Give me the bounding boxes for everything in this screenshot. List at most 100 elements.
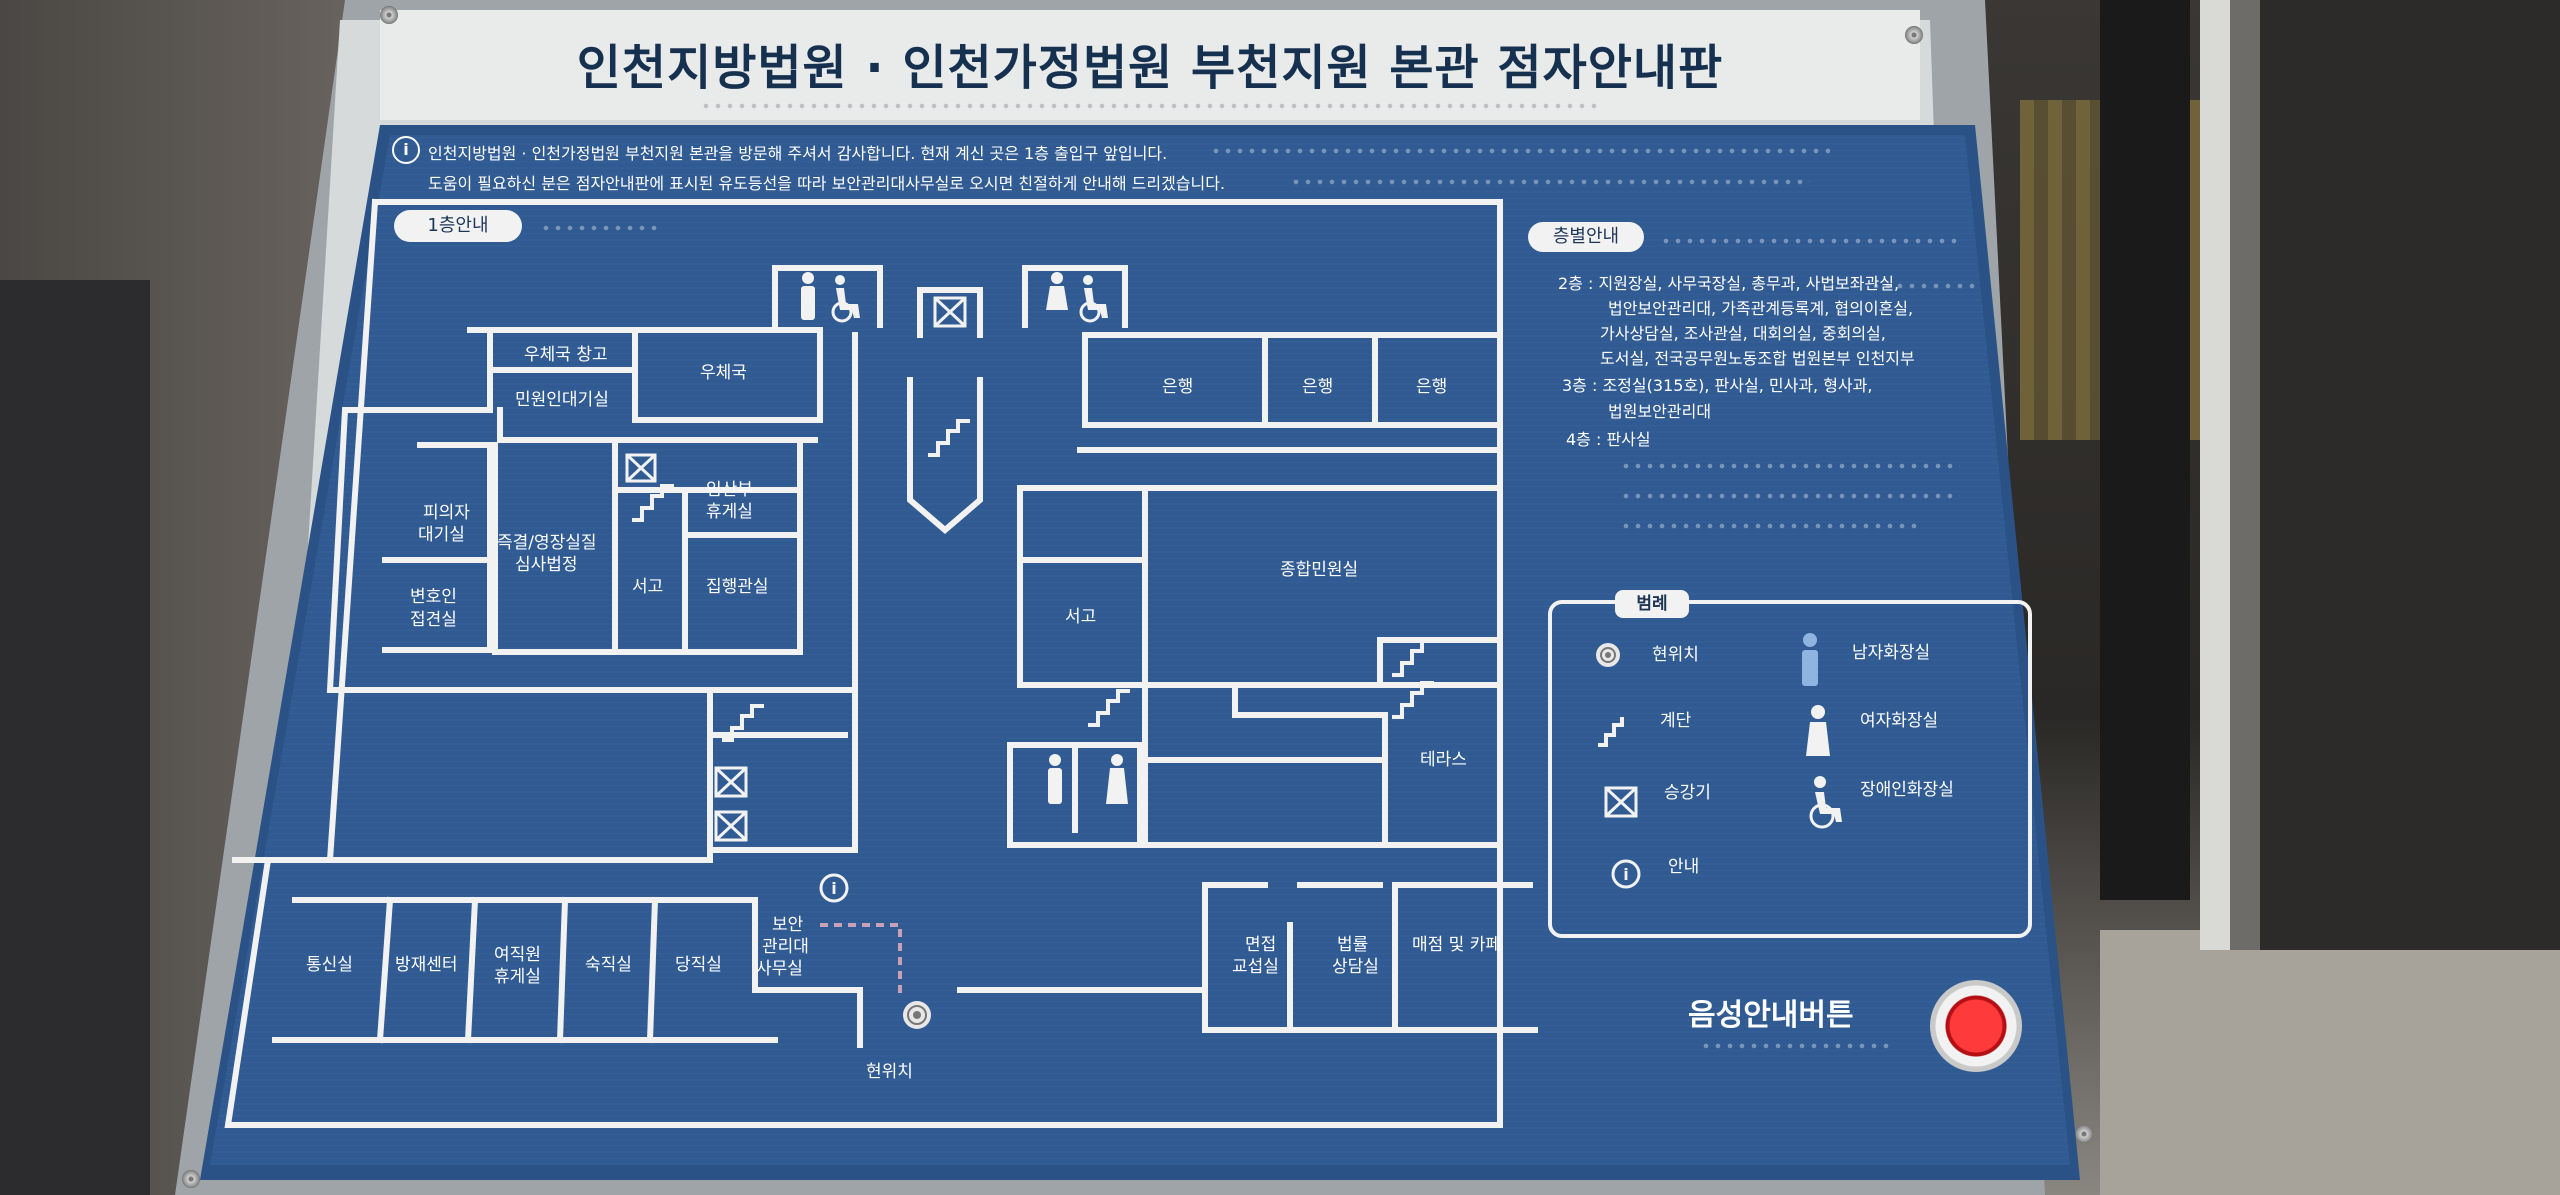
background-pillar bbox=[0, 280, 150, 1195]
svg-text:i: i bbox=[1623, 865, 1628, 884]
screw-icon bbox=[1905, 26, 1923, 44]
stairs-icon bbox=[632, 484, 674, 522]
room-archive-right: 서고 bbox=[1065, 607, 1097, 627]
legend-mens-restroom: 남자화장실 bbox=[1852, 643, 1931, 663]
elevator-icon bbox=[933, 296, 967, 328]
room-post-office: 우체국 bbox=[700, 363, 747, 383]
room-civil-waiting: 민원인대기실 bbox=[515, 390, 609, 410]
title-braille bbox=[700, 100, 1600, 114]
braille-text bbox=[1290, 176, 1810, 188]
room-security-2: 관리대 bbox=[762, 937, 809, 957]
floor-line-2: 법안보안관리대, 가족관계등록계, 협의이혼실, bbox=[1608, 299, 1914, 318]
voice-guide-label: 음성안내버튼 bbox=[1688, 998, 1854, 1033]
door-frame bbox=[2100, 0, 2190, 900]
legend-box bbox=[1548, 600, 2032, 938]
legend-information: 안내 bbox=[1668, 857, 1700, 877]
floor-line-6: 법원보안관리대 bbox=[1608, 402, 1712, 421]
sign-title: 인천지방법원 · 인천가정법원 부천지원 본관 점자안내판 bbox=[576, 40, 1724, 96]
current-location-icon bbox=[903, 1001, 931, 1029]
steel-door-frame bbox=[2200, 0, 2560, 950]
stairs-icon bbox=[722, 704, 764, 742]
legend-womens-restroom: 여자화장실 bbox=[1860, 711, 1939, 731]
room-comms: 통신실 bbox=[306, 955, 353, 975]
room-pregnant-1: 임산부 bbox=[706, 480, 753, 500]
room-bank-3: 은행 bbox=[1416, 377, 1448, 397]
mens-restroom-icon bbox=[1048, 754, 1062, 804]
room-warrant-court-2: 심사법정 bbox=[515, 555, 578, 575]
room-day-duty: 당직실 bbox=[675, 955, 722, 975]
braille-text bbox=[1620, 490, 1960, 502]
floor-guide-pill: 1층안내 bbox=[394, 210, 522, 242]
screw-icon bbox=[2075, 1125, 2093, 1143]
room-terrace: 테라스 bbox=[1420, 750, 1467, 770]
legend-current-location: 현위치 bbox=[1652, 645, 1699, 665]
floor-line-7: 4층 : 판사실 bbox=[1566, 430, 1651, 449]
braille-text bbox=[1870, 280, 1980, 292]
stairs-icon bbox=[928, 419, 970, 457]
room-security-1: 보안 bbox=[772, 915, 804, 935]
room-female-lounge-1: 여직원 bbox=[494, 945, 541, 965]
screw-icon bbox=[380, 6, 398, 24]
legend-mens-icon bbox=[1802, 633, 1818, 686]
screw-icon bbox=[182, 1170, 200, 1188]
braille-text bbox=[1620, 460, 1960, 472]
legend-info-icon: i bbox=[1611, 859, 1641, 889]
room-disaster-center: 방재센터 bbox=[395, 955, 458, 975]
room-enforcement: 집행관실 bbox=[706, 577, 769, 597]
elevator-icon bbox=[714, 766, 748, 798]
room-warrant-court-1: 즉결/영장실질 bbox=[497, 533, 597, 553]
intro-line-2: 도움이 필요하신 분은 점자안내판에 표시된 유도등선을 따라 보안관리대사무실… bbox=[428, 174, 1226, 193]
stairs-icon bbox=[1392, 639, 1434, 677]
floor-line-1: 2층 : 지원장실, 사무국장실, 총무과, 사법보좌관실, bbox=[1558, 274, 1900, 293]
room-interview-1: 면접 bbox=[1245, 935, 1277, 955]
elevator-icon bbox=[625, 453, 657, 483]
room-security-3: 사무실 bbox=[756, 959, 803, 979]
room-pregnant-2: 휴게실 bbox=[706, 502, 753, 522]
room-suspect-waiting-1: 피의자 bbox=[423, 503, 470, 523]
braille-text bbox=[1700, 1040, 1890, 1052]
braille-text bbox=[540, 222, 660, 234]
room-civil-service: 종합민원실 bbox=[1280, 560, 1359, 580]
braille-text bbox=[1620, 520, 1920, 532]
floors-guide-pill: 층별안내 bbox=[1528, 222, 1644, 252]
floor-tiles bbox=[2100, 930, 2560, 1195]
legend-womens-icon bbox=[1806, 705, 1830, 756]
svg-text:i: i bbox=[831, 879, 836, 898]
room-shop-cafe: 매점 및 카페 bbox=[1412, 935, 1502, 955]
legend-elevator-icon bbox=[1604, 786, 1638, 818]
room-legal-1: 법률 bbox=[1337, 935, 1369, 955]
room-lawyer-1: 변호인 bbox=[410, 587, 457, 607]
room-lawyer-2: 접견실 bbox=[410, 610, 457, 630]
floor-line-5: 3층 : 조정실(315호), 판사실, 민사과, 형사과, bbox=[1562, 376, 1873, 395]
guide-line bbox=[820, 923, 902, 995]
accessible-restroom-icon bbox=[1079, 275, 1108, 323]
stairs-icon bbox=[1088, 689, 1130, 727]
room-interview-2: 교섭실 bbox=[1232, 957, 1279, 977]
legend-pill: 범례 bbox=[1615, 590, 1689, 618]
floor-line-4: 도서실, 전국공무원노동조합 법원본부 인천지부 bbox=[1600, 349, 1915, 368]
legend-elevator: 승강기 bbox=[1664, 783, 1711, 803]
stairs-icon bbox=[1392, 681, 1434, 719]
info-icon: i bbox=[392, 136, 420, 164]
current-location-label: 현위치 bbox=[866, 1062, 913, 1082]
room-suspect-waiting-2: 대기실 bbox=[418, 525, 465, 545]
legend-stairs: 계단 bbox=[1660, 711, 1692, 731]
room-post-storage: 우체국 창고 bbox=[524, 345, 608, 365]
floor-line-3: 가사상담실, 조사관실, 대회의실, 중회의실, bbox=[1600, 324, 1886, 343]
braille-text bbox=[1660, 235, 1960, 247]
room-night-duty: 숙직실 bbox=[585, 955, 632, 975]
outer-wall bbox=[224, 198, 1503, 1128]
legend-accessible-restroom: 장애인화장실 bbox=[1860, 780, 1954, 800]
voice-guide-button[interactable] bbox=[1930, 980, 2022, 1072]
room-bank-1: 은행 bbox=[1162, 377, 1194, 397]
elevator-icon bbox=[714, 810, 748, 842]
room-bank-2: 은행 bbox=[1302, 377, 1334, 397]
legend-stairs-icon bbox=[1598, 717, 1624, 747]
accessible-restroom-icon bbox=[831, 275, 860, 323]
info-marker-icon: i bbox=[819, 873, 849, 903]
womens-restroom-icon bbox=[1106, 754, 1128, 804]
room-archive-left: 서고 bbox=[632, 577, 664, 597]
intro-line-1: 인천지방법원 · 인천가정법원 부천지원 본관을 방문해 주셔서 감사합니다. … bbox=[428, 144, 1168, 163]
womens-restroom-icon bbox=[1046, 272, 1068, 310]
